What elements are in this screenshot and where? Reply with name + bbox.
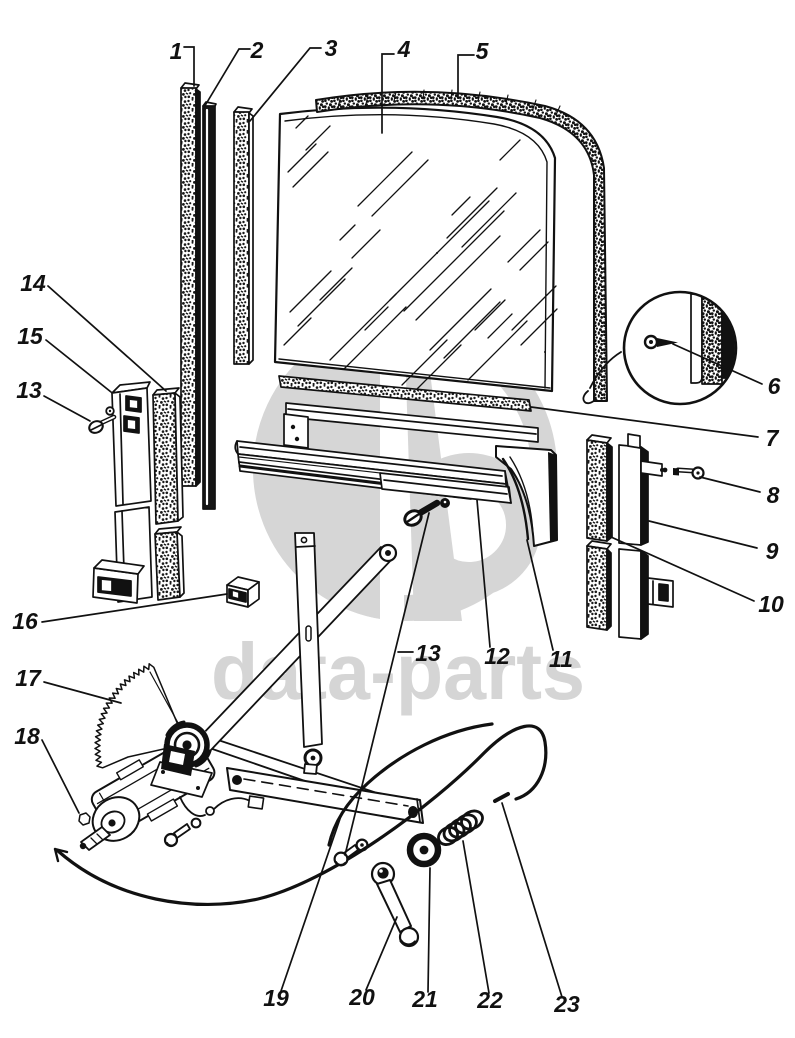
svg-text:5: 5 (476, 38, 490, 64)
svg-text:6: 6 (768, 373, 781, 399)
svg-text:2: 2 (250, 37, 264, 63)
svg-text:1: 1 (170, 38, 183, 64)
svg-text:18: 18 (14, 723, 40, 749)
svg-text:13: 13 (16, 377, 42, 403)
svg-text:16: 16 (12, 608, 38, 634)
svg-text:19: 19 (263, 985, 289, 1011)
svg-text:4: 4 (397, 36, 411, 62)
svg-text:7: 7 (766, 425, 780, 451)
svg-text:14: 14 (20, 270, 46, 296)
svg-text:11: 11 (549, 646, 573, 672)
svg-text:3: 3 (325, 35, 338, 61)
svg-text:20: 20 (348, 984, 375, 1010)
svg-text:12: 12 (484, 643, 510, 669)
svg-text:17: 17 (15, 665, 42, 691)
svg-text:13: 13 (415, 640, 441, 666)
svg-text:15: 15 (17, 323, 44, 349)
svg-text:8: 8 (767, 482, 780, 508)
svg-text:10: 10 (758, 591, 784, 617)
svg-text:23: 23 (553, 991, 580, 1017)
svg-text:9: 9 (766, 538, 779, 564)
svg-text:21: 21 (411, 986, 438, 1012)
svg-text:22: 22 (476, 987, 503, 1013)
